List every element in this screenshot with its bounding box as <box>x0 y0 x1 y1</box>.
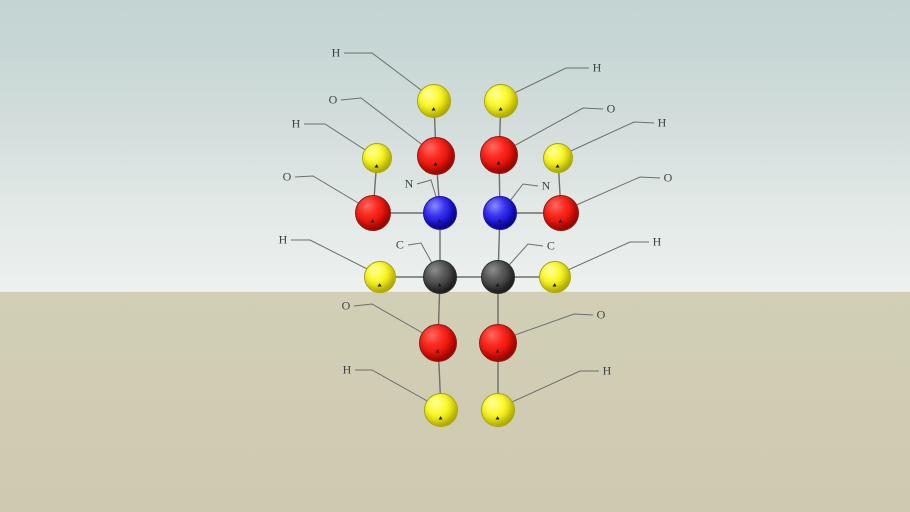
atom-o-lower-right[interactable] <box>479 324 517 362</box>
atom-label-lbl-h-7: H <box>652 234 662 249</box>
atom-label-lbl-o-6: O <box>596 307 606 322</box>
atom-h-top-right[interactable] <box>484 84 518 118</box>
atom-h-bottom-right[interactable] <box>481 393 515 427</box>
atom-center-marker-icon <box>555 156 561 168</box>
horizon-line <box>0 291 910 292</box>
atom-o-outer-left[interactable] <box>355 195 391 231</box>
atom-label-lbl-c-1: C <box>395 237 405 252</box>
atom-center-marker-icon <box>437 211 443 223</box>
atom-center-marker-icon <box>498 99 504 111</box>
atom-center-marker-icon <box>495 408 501 420</box>
atom-h-side-right[interactable] <box>539 261 571 293</box>
atom-label-lbl-n-2: N <box>541 178 551 193</box>
atom-label-lbl-o-2: O <box>282 169 292 184</box>
leader-line-lbl-o-1 <box>340 97 434 154</box>
leader-line-lbl-o-2 <box>294 175 371 211</box>
atom-center-marker-icon <box>552 275 558 287</box>
atom-label-lbl-h-4: H <box>342 362 352 377</box>
atom-center-marker-icon <box>377 275 383 287</box>
leader-line-lbl-h-3 <box>291 239 378 275</box>
atom-h-outer-right[interactable] <box>543 143 573 173</box>
atom-o-lower-left[interactable] <box>419 324 457 362</box>
atom-n-right[interactable] <box>483 196 517 230</box>
atom-label-lbl-o-3: O <box>341 298 351 313</box>
atom-center-marker-icon <box>431 99 437 111</box>
atom-n-left[interactable] <box>423 196 457 230</box>
atom-label-lbl-h-3: H <box>278 232 288 247</box>
atom-label-lbl-n-1: N <box>404 176 414 191</box>
atom-center-marker-icon <box>435 341 441 353</box>
atom-center-marker-icon <box>433 154 439 166</box>
atom-h-bottom-left[interactable] <box>424 393 458 427</box>
leader-line-lbl-o-6 <box>500 313 594 341</box>
atom-label-lbl-o-4: O <box>606 101 616 116</box>
leader-line-lbl-o-3 <box>353 303 436 341</box>
sky-background <box>0 0 910 292</box>
atom-o-outer-right[interactable] <box>543 195 579 231</box>
atom-c-left[interactable] <box>423 260 457 294</box>
atom-h-top-left[interactable] <box>417 84 451 118</box>
leader-line-lbl-h-2 <box>304 123 374 156</box>
atom-label-lbl-h-5: H <box>592 60 602 75</box>
atom-center-marker-icon <box>496 153 502 165</box>
leader-line-lbl-h-4 <box>355 369 439 408</box>
atom-center-marker-icon <box>495 275 501 287</box>
atom-label-lbl-o-5: O <box>663 170 673 185</box>
atom-o-upper-left[interactable] <box>417 137 455 175</box>
atom-center-marker-icon <box>438 408 444 420</box>
leader-line-lbl-h-7 <box>558 241 649 275</box>
atom-center-marker-icon <box>370 211 376 223</box>
leader-line-lbl-h-8 <box>500 370 599 408</box>
atom-label-lbl-c-2: C <box>546 238 556 253</box>
atom-center-marker-icon <box>437 275 443 287</box>
atom-h-side-left[interactable] <box>364 261 396 293</box>
atom-center-marker-icon <box>558 211 564 223</box>
atom-center-marker-icon <box>497 211 503 223</box>
atom-o-upper-right[interactable] <box>480 136 518 174</box>
atom-label-lbl-h-6: H <box>657 115 667 130</box>
leader-line-lbl-h-1 <box>344 52 430 97</box>
atom-c-right[interactable] <box>481 260 515 294</box>
atom-center-marker-icon <box>374 156 380 168</box>
atom-label-lbl-h-1: H <box>331 45 341 60</box>
atom-label-lbl-h-2: H <box>291 116 301 131</box>
leader-line-lbl-o-5 <box>564 176 661 211</box>
leader-line-lbl-o-4 <box>502 107 604 153</box>
leader-line-lbl-h-6 <box>561 121 655 156</box>
leader-line-lbl-h-5 <box>505 67 589 98</box>
atom-label-lbl-o-1: O <box>328 92 338 107</box>
atom-h-outer-left[interactable] <box>362 143 392 173</box>
atom-center-marker-icon <box>495 341 501 353</box>
atom-label-lbl-h-8: H <box>602 363 612 378</box>
